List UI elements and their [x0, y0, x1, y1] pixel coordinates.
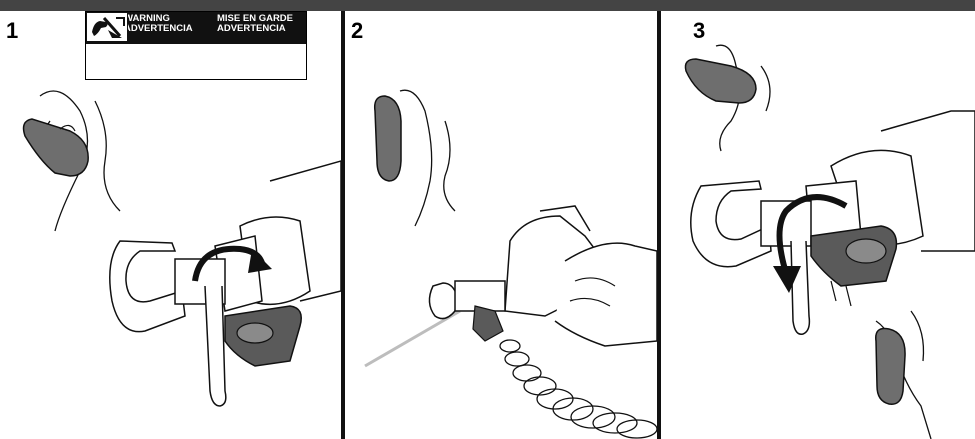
step-3-panel: 3 — [661, 11, 975, 439]
spray-stream — [365, 311, 460, 366]
trigger-loop — [691, 181, 771, 267]
tip-guard — [24, 119, 89, 176]
tip-guard — [876, 329, 905, 405]
step-2-panel: 2 — [345, 11, 657, 439]
step-2-illustration — [345, 11, 657, 439]
step-1-panel: 1 WARNING ADVERTENCIA MISE EN GARDE ADVE… — [0, 11, 341, 439]
step-3-illustration — [661, 11, 975, 439]
trigger-loop — [110, 241, 185, 332]
tip-guard — [685, 59, 756, 103]
step-1-illustration — [0, 11, 341, 439]
header-bar — [0, 0, 975, 11]
tip-guard — [375, 96, 401, 181]
